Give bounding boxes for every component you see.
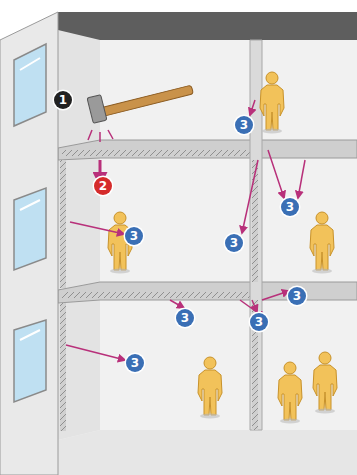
callout-number: 3 xyxy=(176,309,194,327)
callout-number: 3 xyxy=(281,198,299,216)
callout-number: 1 xyxy=(54,91,72,109)
callout-number: 2 xyxy=(94,177,112,195)
callout-number: 3 xyxy=(126,354,144,372)
callout-number: 3 xyxy=(225,234,243,252)
callout-number: 3 xyxy=(288,287,306,305)
callout-number: 3 xyxy=(235,116,253,134)
callout-number: 3 xyxy=(125,227,143,245)
callout-number: 3 xyxy=(250,313,268,331)
